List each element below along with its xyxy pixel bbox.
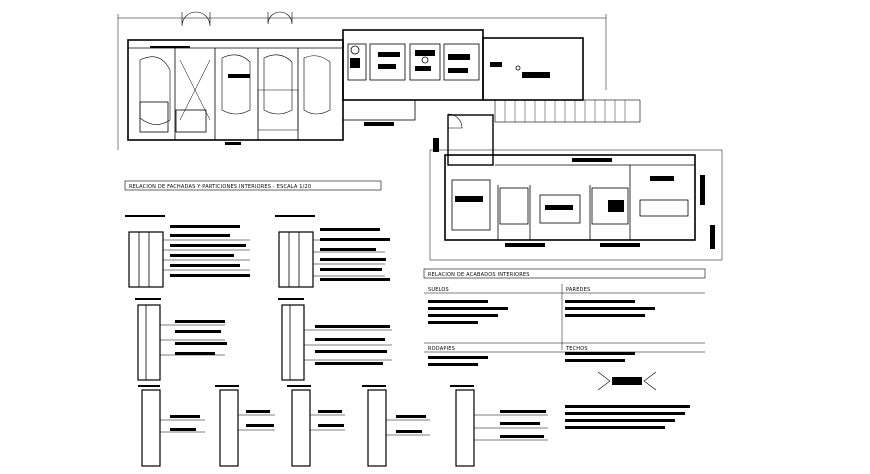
techos-header: TECHOS — [565, 346, 588, 352]
floor-plan-upper — [117, 11, 641, 150]
fachadas-title: RELACION DE FACHADAS Y PARTICIONES INTER… — [129, 184, 311, 190]
finishes-table — [424, 284, 705, 429]
floor-plan-lower — [429, 113, 723, 261]
acabados-title: RELACION DE ACABADOS INTERIORES — [428, 272, 530, 278]
paredes-header: PAREDES — [566, 287, 590, 293]
wall-sections — [125, 215, 548, 467]
rodapies-header: RODAPIES — [428, 346, 455, 352]
suelos-header: SUELOS — [428, 287, 449, 293]
fachadas-title-box — [124, 180, 382, 191]
acabados-title-box — [423, 268, 706, 279]
